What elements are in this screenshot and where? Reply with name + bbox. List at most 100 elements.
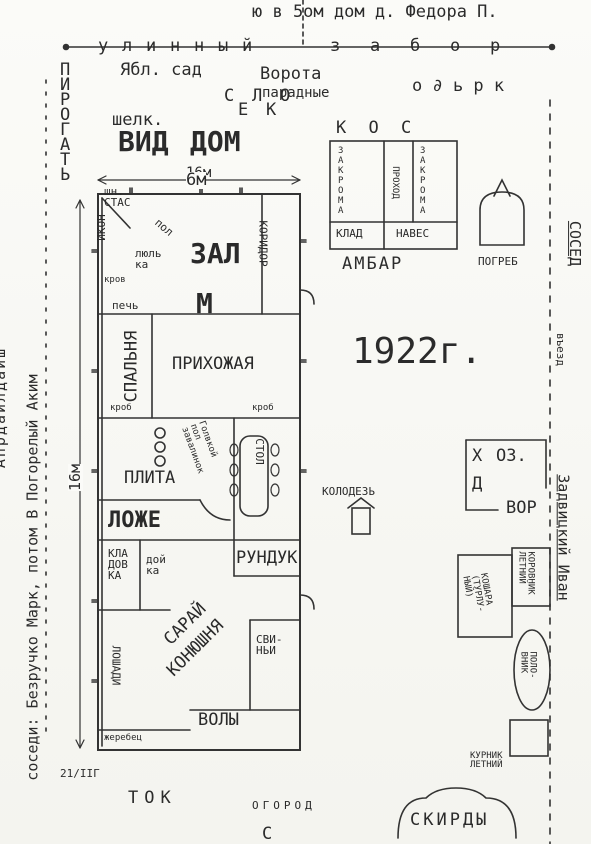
- signature-label: 21/IIГ: [60, 767, 100, 780]
- gate-sub-label: парадные: [262, 85, 330, 101]
- room-kladovaya: КЛА ДОВ КА: [108, 547, 128, 582]
- zakroma-right-letter: М: [420, 196, 426, 206]
- left-letter: Г: [60, 120, 71, 140]
- ambar-naves: НАВЕС: [396, 227, 430, 240]
- koshara-label: КОШАРА (ТУРЛУ- НЫЙ): [460, 572, 494, 613]
- zakroma-left-letter: А: [338, 156, 344, 166]
- fence-letter: а: [370, 36, 381, 56]
- garden-name-letter: О: [280, 86, 291, 106]
- zakroma-left-letter: О: [338, 186, 344, 196]
- left-letter: П: [60, 60, 71, 80]
- polovnik-label: ПОЛО- ВНИК: [518, 651, 538, 679]
- fence-letter: н: [194, 36, 205, 56]
- left-letter: Ь: [60, 165, 71, 185]
- fence-letter: б: [410, 36, 421, 56]
- ambar-outline: [329, 140, 458, 250]
- garden-name-letter: Л: [252, 86, 263, 106]
- fence-letter: и: [146, 36, 157, 56]
- pogreb-label: ПОГРЕБ: [478, 255, 518, 268]
- kurnik-label: КУРНИК ЛЕТНИЙ: [470, 751, 503, 770]
- room-stol: СТОЛ: [252, 438, 266, 465]
- fence-letter: л: [122, 36, 133, 56]
- room-prihozhaya: ПРИХОЖАЯ: [172, 354, 254, 374]
- year-label: 1922г.: [352, 331, 483, 372]
- room-m: М: [196, 287, 213, 320]
- orchard-right-label: о ∂ ь р к: [412, 76, 505, 96]
- fence-letter: з: [330, 36, 341, 56]
- room-krov: кров: [104, 275, 126, 285]
- ambar-name: АМБАР: [342, 254, 404, 274]
- neighbors-left-label: соседи: Безручко Марк, потом В Погорелый…: [23, 374, 42, 781]
- room-kro-left: кроб: [110, 403, 132, 413]
- room-sunduk: РУНДУК: [236, 548, 298, 568]
- zakroma-right-letter: З: [420, 146, 426, 156]
- neighbor-right-label: СОСЕД: [566, 220, 585, 267]
- room-lochadi: ЛОШАДИ: [109, 645, 123, 686]
- garden-name-letter: Е: [238, 100, 249, 120]
- fence-letter: р: [490, 36, 501, 56]
- room-pech: печь: [112, 299, 139, 312]
- hoz-dvor-part: Х: [472, 446, 483, 466]
- kolodez-label: КОЛОДЕЗЬ: [322, 485, 375, 498]
- fence-letter: о: [450, 36, 461, 56]
- ambar-klad: КЛАД: [336, 227, 363, 240]
- left-letter: А: [60, 135, 71, 155]
- fence-letter: у: [98, 36, 109, 56]
- left-arrows-row: Апрдаилдаиш: [0, 346, 10, 469]
- room-plita: ПЛИТА: [124, 468, 176, 488]
- room-zherebets: жеребец: [104, 733, 142, 743]
- room-svinyi: СВИ- НЬИ: [256, 633, 283, 657]
- dom-label: ДОМ: [190, 125, 241, 158]
- fence-letter: ы: [218, 36, 229, 56]
- ambar-prohod: ПРОХОД: [389, 166, 400, 199]
- zakroma-left-letter: А: [338, 206, 344, 216]
- room-lyulka: люль ка: [135, 247, 162, 271]
- zadvitsky-label: Задвицкий Иван: [554, 474, 573, 601]
- garden-left-label: Ябл. сад: [120, 60, 202, 80]
- zakroma-left-letter: К: [338, 166, 344, 176]
- hoz-dvor-part: ОЗ.: [496, 446, 527, 466]
- tok-label: ТОК: [128, 788, 177, 808]
- dim-width2-label: 6м: [186, 170, 207, 190]
- room-ikona: ИКОН: [94, 214, 108, 241]
- vyezd-label: въезд: [554, 332, 568, 367]
- left-letter: О: [60, 105, 71, 125]
- garden-name-letter: С: [224, 86, 235, 106]
- ogorod-label: ОГОРОД: [252, 799, 316, 812]
- room-spalnya: СПАЛЬНЯ: [121, 330, 142, 403]
- top-note: ю в 5ом дом д. Федора П.: [252, 2, 498, 22]
- shelkovitsa-label: шелк.: [112, 110, 164, 130]
- left-letter: Р: [60, 90, 71, 110]
- zakroma-right-letter: А: [420, 206, 426, 216]
- room-doika: дой ка: [146, 553, 166, 577]
- zakroma-right-letter: О: [420, 186, 426, 196]
- dim-length-label: 16м: [66, 463, 85, 492]
- vid-label: ВИД: [118, 125, 169, 158]
- garden-name-letter: К: [266, 100, 277, 120]
- zakroma-left-letter: З: [338, 146, 344, 156]
- room-koridor: КОРИДОР: [256, 220, 270, 267]
- room-lozhe: ЛОЖЕ: [108, 508, 161, 533]
- left-letter: Т: [60, 150, 71, 170]
- room-kro-right: кроб: [252, 403, 274, 413]
- hoz-dvor-part: Д: [472, 474, 483, 494]
- zakroma-right-letter: А: [420, 156, 426, 166]
- room-zal: ЗАЛ: [190, 237, 241, 270]
- fence-letter: н: [170, 36, 181, 56]
- ambar-kos-label: К О С: [336, 118, 418, 138]
- zakroma-right-letter: К: [420, 166, 426, 176]
- skirdy-label: СКИРДЫ: [410, 810, 490, 830]
- zakroma-left-letter: Р: [338, 176, 344, 186]
- room-voly: ВОЛЫ: [198, 710, 239, 730]
- hoz-dvor-part: ВОР: [506, 498, 537, 518]
- zakroma-left-letter: М: [338, 196, 344, 206]
- korovnik-label: КОРОВНИК ЛЕТНИЙ: [516, 551, 536, 595]
- left-letter: И: [60, 75, 71, 95]
- zakroma-right-letter: Р: [420, 176, 426, 186]
- room-stas: шн. СТАС: [104, 185, 131, 209]
- south-label: С: [262, 824, 273, 844]
- gate-label: Ворота: [260, 64, 322, 84]
- fence-letter: й: [242, 36, 253, 56]
